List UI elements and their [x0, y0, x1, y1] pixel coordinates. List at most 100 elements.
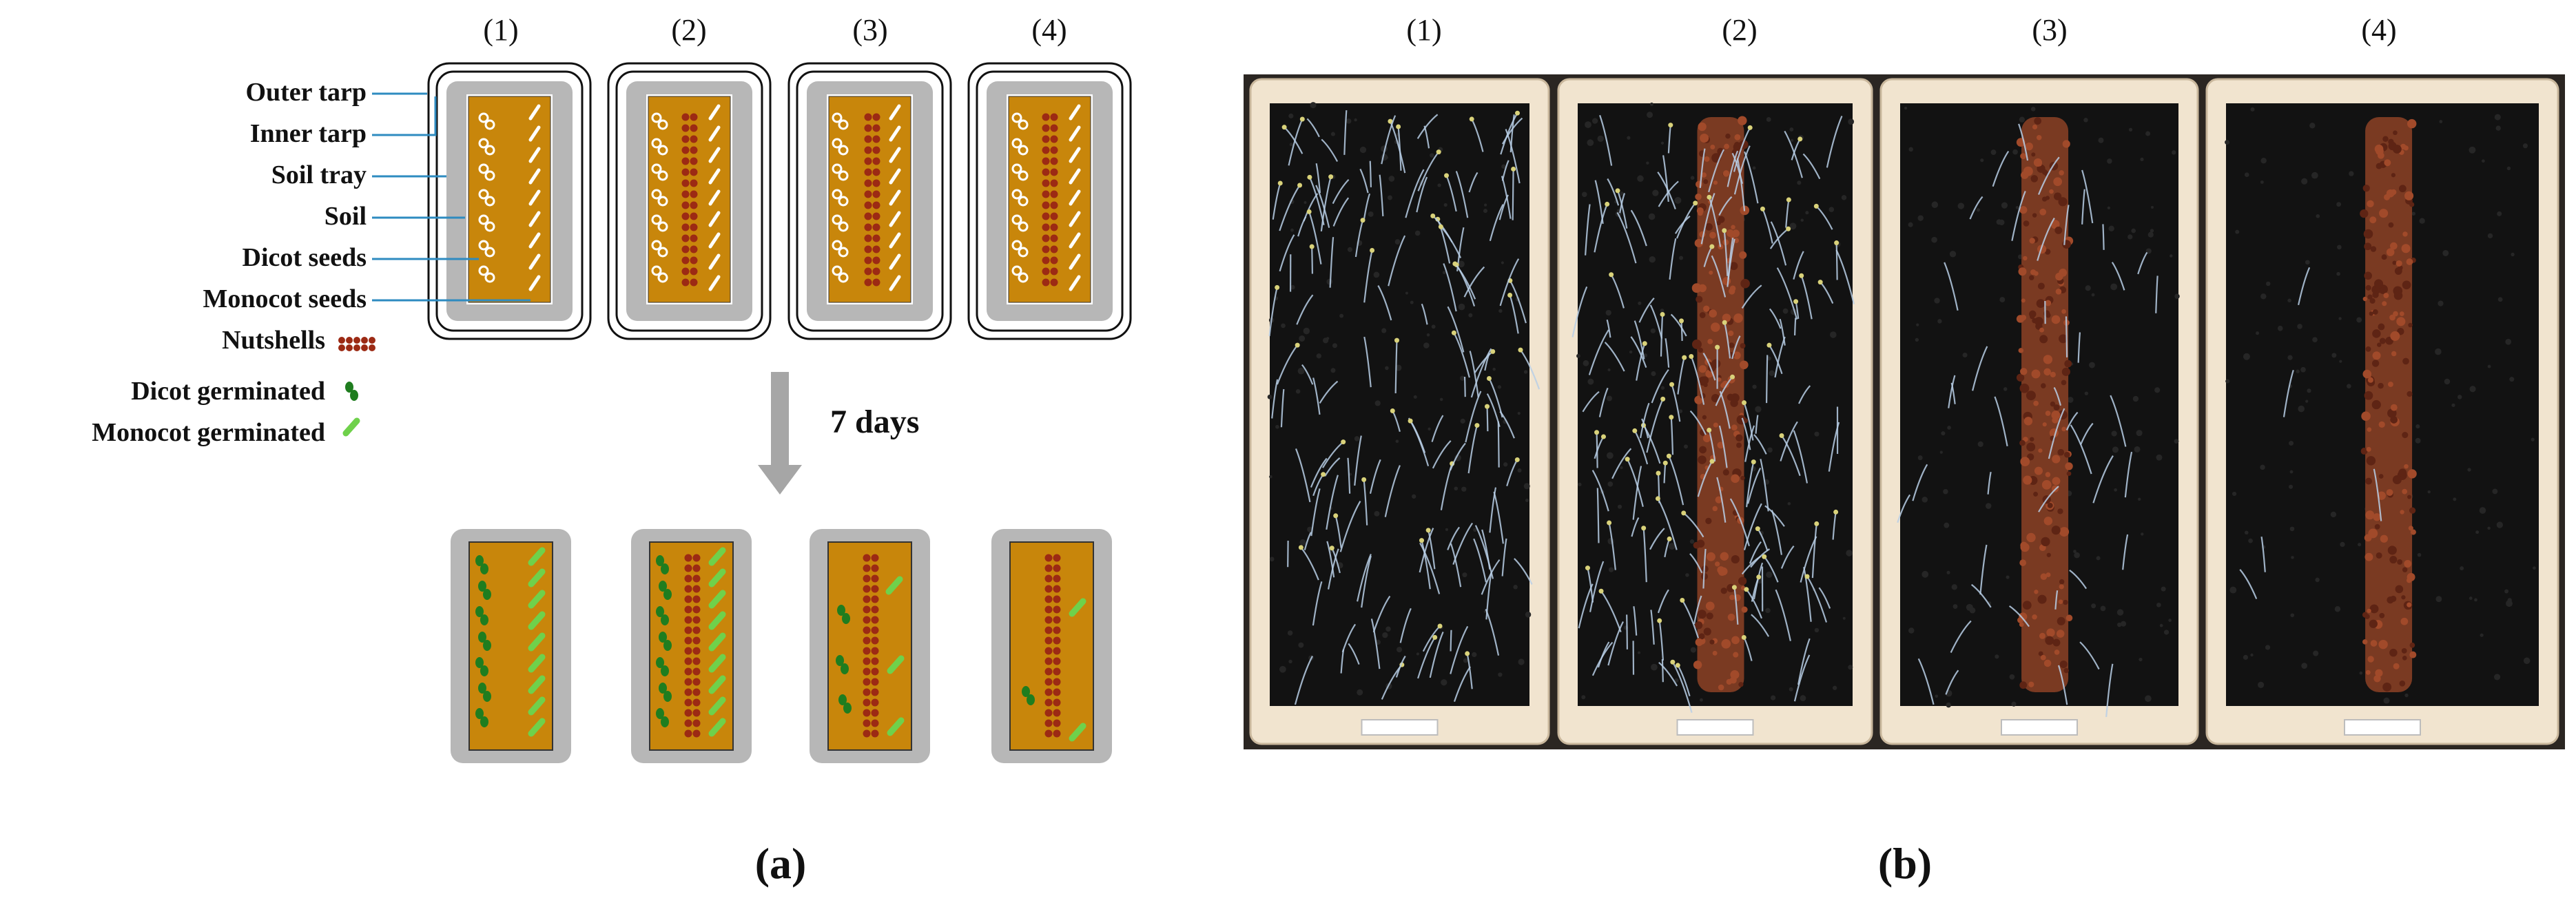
photo-sprout — [1294, 656, 1313, 705]
photo-nutshell-piece — [2382, 301, 2387, 307]
monocot-seed — [889, 253, 901, 270]
photo-tray-label-sticker — [2344, 719, 2421, 736]
photo-nutshell-piece — [2392, 145, 2402, 154]
nutshell-dot — [1053, 657, 1061, 665]
photo-sprout — [2053, 386, 2062, 406]
soil-grain — [1617, 504, 1622, 509]
soil-grain — [1295, 389, 1301, 394]
nutshell-dot — [864, 168, 872, 176]
soil-grain — [1326, 337, 1330, 340]
dicot-seed — [832, 189, 849, 207]
photo-sprout — [1718, 425, 1728, 468]
photo-sprout — [1453, 332, 1470, 378]
photo-cotyledon — [1605, 201, 1610, 207]
photo-sprout — [1509, 114, 1515, 153]
soil-grain — [1832, 685, 1837, 690]
photo-sprout — [1699, 148, 1706, 188]
nutshell-dot — [681, 223, 690, 231]
photo-nutshell-piece — [2036, 299, 2046, 309]
photo-cotyledon — [1762, 554, 1767, 559]
monocot-germinated — [708, 718, 726, 737]
dicot-germinated — [656, 555, 669, 574]
photo-cotyledon — [1437, 623, 1443, 629]
photo-cotyledon — [1465, 651, 1470, 656]
dicot-germinated-leaf — [842, 613, 850, 624]
photo-sprout — [1727, 150, 1739, 187]
photo-sprout — [1381, 115, 1397, 165]
photo-nutshell-piece — [2029, 275, 2034, 280]
monocot-germinated — [708, 547, 726, 566]
dicot-seed-lobe — [651, 138, 662, 149]
soil-grain — [1501, 164, 1506, 169]
soil-grain — [2131, 228, 2136, 233]
nutshell-dot — [871, 729, 879, 738]
soil-grain — [1330, 132, 1335, 136]
dicot-seed-lobe — [484, 170, 495, 181]
dicot-germinated — [659, 581, 672, 600]
legend-soil-label: Soil — [324, 202, 367, 231]
photo-nutshell-piece — [2375, 669, 2383, 677]
photo-sprout — [1950, 620, 1972, 653]
before-tray-3 — [787, 62, 952, 340]
nutshell-dot — [864, 278, 872, 287]
photo-nutshell-piece — [2059, 170, 2064, 176]
nutshell-dot — [1042, 201, 1050, 209]
photo-nutshell-piece — [2052, 455, 2061, 464]
soil-grain — [1405, 291, 1409, 295]
soil-grain — [1766, 117, 1771, 122]
nutshell-dot — [692, 585, 701, 593]
dicot-seed — [1011, 214, 1029, 232]
photo-nutshell-piece — [2364, 242, 2372, 251]
photo-nutshell-piece — [2049, 189, 2054, 194]
soil-grain — [1949, 251, 1957, 258]
soil-grain — [2531, 437, 2535, 442]
nutshell-dot — [1044, 564, 1053, 572]
nutshell-swatch-dot — [361, 337, 368, 344]
photo-nutshell-piece — [2389, 648, 2398, 657]
photo-sprout — [1520, 349, 1541, 390]
nutshell-dot — [1053, 709, 1061, 717]
nutshell-dot — [864, 190, 872, 198]
photo-nutshell-piece — [2023, 220, 2030, 227]
soil-grain — [1782, 308, 1789, 314]
dicot-seed-lobe — [478, 240, 489, 251]
nutshell-dot — [1053, 574, 1061, 583]
soil-grain — [1946, 702, 1952, 708]
photo-sprout — [2038, 486, 2059, 512]
photo-sprout — [1650, 610, 1655, 645]
soil-grain — [2475, 530, 2480, 534]
nutshell-dot — [1044, 688, 1053, 696]
dicot-seed-lobe — [484, 247, 495, 258]
photo-sprout — [1363, 250, 1373, 303]
soil-grain — [1660, 386, 1665, 390]
nutshell-dot — [690, 212, 698, 220]
photo-cotyledon — [1328, 174, 1334, 180]
monocot-seed — [528, 189, 541, 206]
photo-sprout — [1484, 353, 1491, 371]
dicot-germinated-leaf — [841, 663, 849, 674]
soil-grain — [1397, 647, 1403, 653]
soil-grain — [1690, 176, 1695, 180]
soil-grain — [1619, 191, 1624, 196]
nutshell-dot — [871, 688, 879, 696]
photo-sprout — [1369, 160, 1372, 187]
nutshell-dot — [871, 595, 879, 603]
photo-cotyledon — [1641, 526, 1647, 531]
monocot-germinated — [708, 632, 726, 652]
photo-sprout — [1312, 377, 1321, 415]
dicot-seed-lobe — [1011, 138, 1022, 149]
photo-sprout — [1327, 548, 1339, 590]
photo-sprout — [1514, 558, 1533, 585]
monocot-seed — [889, 125, 901, 142]
photo-nutshell-piece — [1717, 377, 1722, 382]
dicot-germinated-leaf — [480, 716, 488, 727]
photo-sprout — [1485, 609, 1500, 656]
nutshell-dot — [692, 647, 701, 655]
photo-sprout — [1455, 171, 1469, 218]
photo-sprout — [2008, 605, 2030, 627]
photo-nutshell-piece — [1705, 601, 1715, 611]
photo-sprout — [1486, 393, 1501, 427]
photo-sprout — [1660, 314, 1664, 357]
photo-nutshell-piece — [2400, 510, 2404, 515]
photo-sprout — [1994, 396, 2008, 447]
